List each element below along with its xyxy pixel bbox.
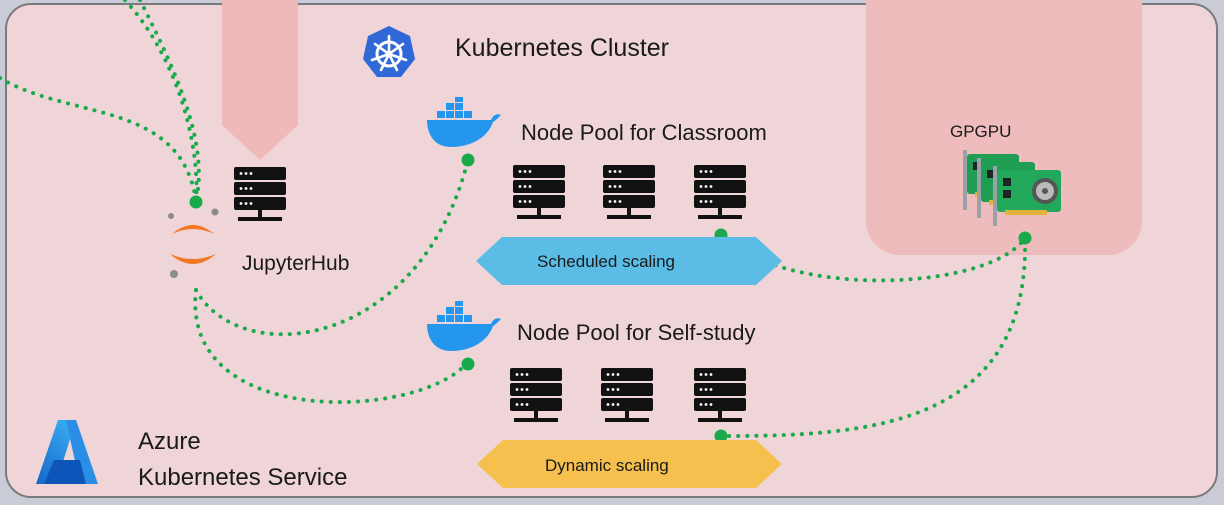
pool-title-classroom: Node Pool for Classroom	[521, 120, 767, 145]
docker-icon	[427, 301, 501, 351]
cluster-title: Kubernetes Cluster	[455, 34, 670, 62]
server-icon	[510, 368, 562, 422]
azure-aks-icon	[36, 420, 98, 484]
inbound-arrow	[222, 0, 298, 160]
pool-title-selfstudy: Node Pool for Self-study	[517, 320, 756, 345]
scaling-banner-selfstudy	[477, 440, 782, 488]
server-icon	[234, 167, 286, 221]
aks-label-line2: Kubernetes Service	[138, 464, 348, 491]
scaling-banner-classroom	[476, 237, 782, 285]
kubernetes-helm-icon	[363, 26, 415, 77]
aks-label-line1: Azure	[138, 428, 201, 455]
docker-icon	[427, 97, 501, 147]
gpu-zone	[866, 0, 1142, 255]
gpu-card-icon	[963, 150, 1061, 226]
server-icon	[694, 368, 746, 422]
server-icon	[694, 165, 746, 219]
server-icon	[513, 165, 565, 219]
server-icon	[601, 368, 653, 422]
gpgpu-label: GPGPU	[950, 122, 1012, 141]
scaling-label-selfstudy: Dynamic scaling	[545, 456, 669, 475]
jupyterhub-label: JupyterHub	[242, 252, 350, 275]
aks-label: Azure Kubernetes Service	[138, 424, 347, 496]
jupyter-icon	[168, 208, 219, 278]
scaling-label-classroom: Scheduled scaling	[537, 252, 675, 271]
server-icon	[603, 165, 655, 219]
